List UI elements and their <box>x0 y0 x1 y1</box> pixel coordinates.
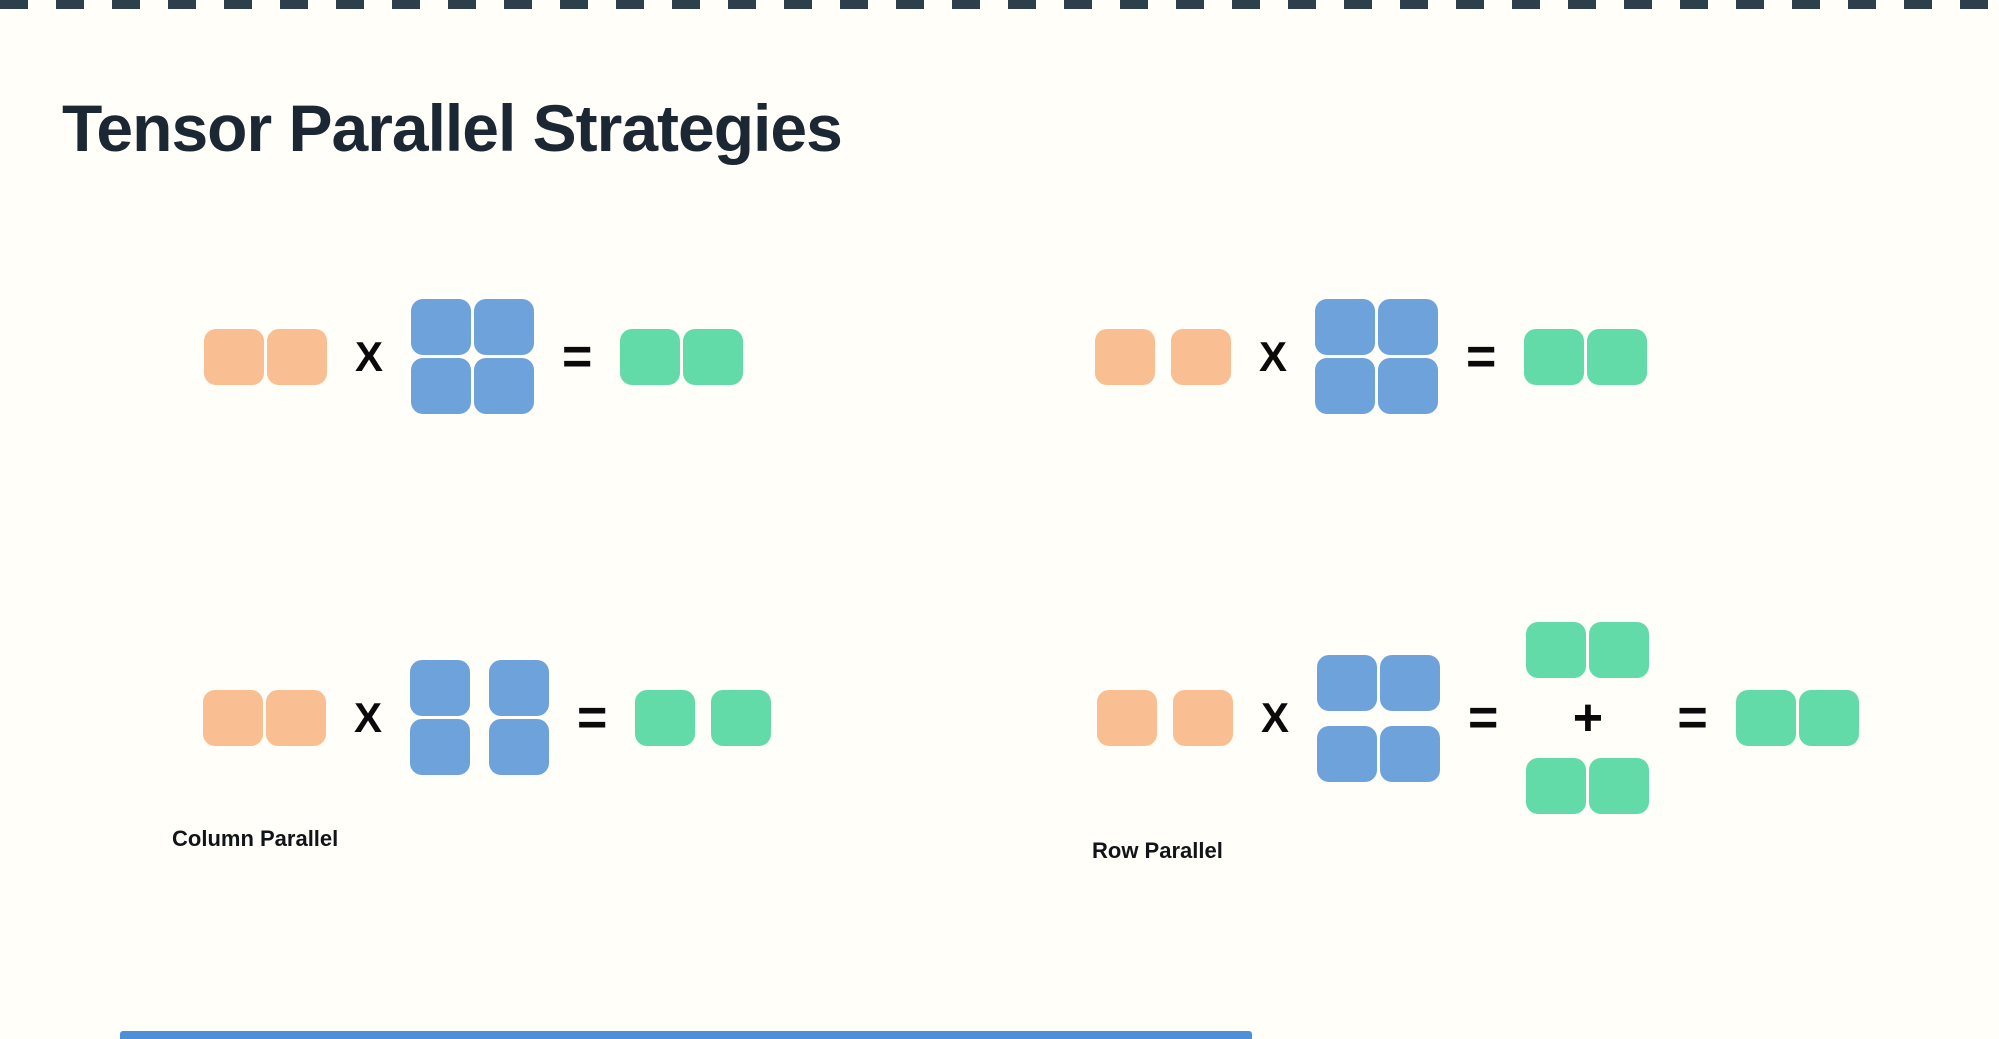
input-pair <box>203 689 326 746</box>
input-pair <box>1095 328 1231 385</box>
output-pair <box>1526 758 1650 814</box>
input-matrix-block <box>267 328 327 385</box>
output-matrix-block <box>1526 622 1587 678</box>
equals-operator: = <box>1677 689 1708 747</box>
output-pair <box>1526 622 1650 678</box>
weight-matrix-block <box>1315 358 1376 414</box>
weight-matrix-block <box>410 719 471 775</box>
diagram-replicated-top-right: X= <box>1095 299 1648 414</box>
plus-operator: + <box>1572 689 1604 747</box>
weight-matrix-block <box>1378 358 1439 414</box>
row-parallel-label: Row Parallel <box>1092 838 1223 863</box>
input-matrix-block <box>266 689 326 746</box>
output-pair <box>620 328 744 385</box>
times-operator: X <box>1259 332 1288 380</box>
diagram-replicated-top-left: X= <box>204 299 744 414</box>
input-matrix-block <box>1097 690 1157 746</box>
weight-matrix-block <box>474 299 535 355</box>
output-pair <box>635 689 772 746</box>
equals-operator: = <box>1468 689 1499 747</box>
plus-operator-wrap: + <box>1573 678 1603 758</box>
equals-operator: = <box>577 688 608 747</box>
equals-operator: = <box>1466 327 1497 386</box>
output-matrix-block <box>1798 690 1859 746</box>
input-pair <box>204 328 327 385</box>
output-matrix-block <box>1589 758 1650 814</box>
diagram-row-parallel: X = + = <box>1097 622 1859 814</box>
output-matrix-block <box>1589 622 1650 678</box>
input-pair <box>1097 690 1233 746</box>
output-matrix-block <box>1587 328 1648 385</box>
page-title: Tensor Parallel Strategies <box>62 91 843 166</box>
weight-matrix-block <box>1317 725 1378 782</box>
output-matrix-block <box>620 328 681 385</box>
bottom-bar-decoration <box>120 1031 1252 1039</box>
weight-matrix-block <box>411 358 472 414</box>
times-operator: X <box>1261 694 1290 741</box>
input-matrix-block <box>1171 328 1231 385</box>
weight-matrix-block <box>489 719 550 775</box>
output-pair <box>1735 690 1859 746</box>
top-square-border-decoration <box>0 0 1999 9</box>
input-matrix-block <box>1095 328 1155 385</box>
output-partial-sum-stack: + <box>1526 622 1650 814</box>
output-matrix-block <box>1524 328 1585 385</box>
output-matrix-block <box>1526 758 1587 814</box>
weight-matrix-block <box>1378 299 1439 355</box>
weight-grid-joined <box>1315 299 1439 414</box>
weight-matrix-block <box>474 358 535 414</box>
output-matrix-block <box>711 689 772 746</box>
equals-operator: = <box>562 327 593 386</box>
weight-matrix-block <box>1317 654 1378 711</box>
times-operator: X <box>354 693 383 741</box>
weight-grid-joined <box>411 299 535 414</box>
times-operator: X <box>355 332 384 380</box>
output-matrix-block <box>683 328 744 385</box>
weight-grid-columns-split <box>410 660 550 775</box>
diagram-column-parallel: X= <box>203 660 772 775</box>
input-matrix-block <box>204 328 264 385</box>
column-parallel-label: Column Parallel <box>172 826 339 851</box>
weight-matrix-block <box>1315 299 1376 355</box>
output-matrix-block <box>1735 690 1796 746</box>
output-matrix-block <box>635 689 696 746</box>
weight-grid-rows-split <box>1317 654 1441 782</box>
weight-matrix-block <box>489 660 550 716</box>
weight-matrix-block <box>410 660 471 716</box>
weight-matrix-block <box>1380 654 1441 711</box>
weight-matrix-block <box>1380 725 1441 782</box>
output-pair <box>1524 328 1648 385</box>
weight-matrix-block <box>411 299 472 355</box>
input-matrix-block <box>203 689 263 746</box>
input-matrix-block <box>1173 690 1233 746</box>
